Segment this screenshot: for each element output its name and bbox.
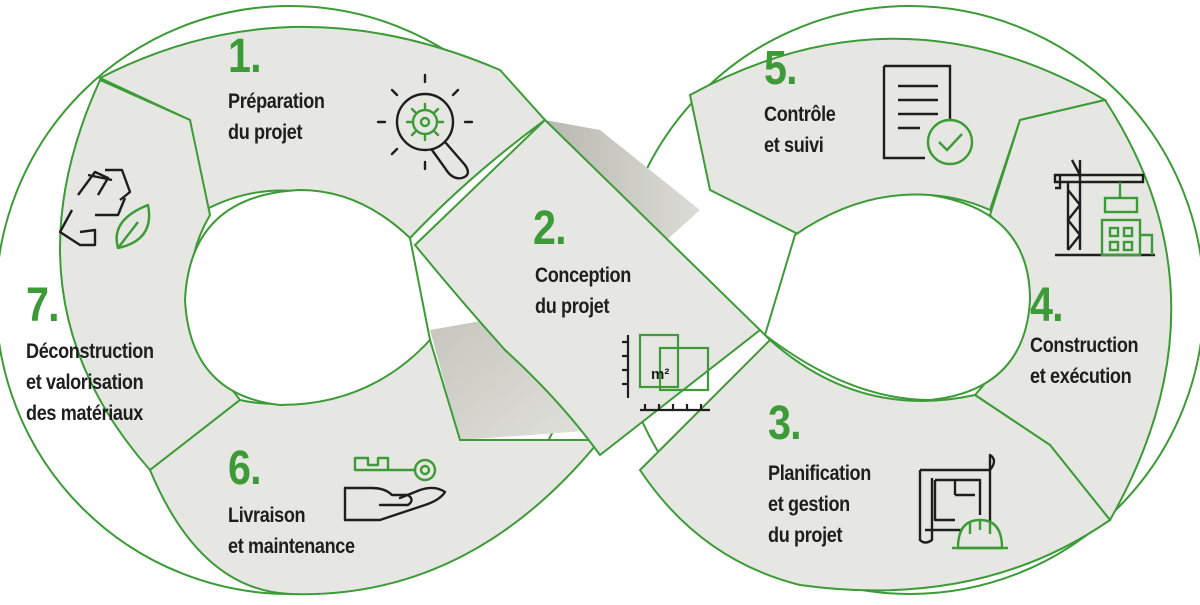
area-unit-label: m² xyxy=(651,366,670,383)
step-5-number: 5. xyxy=(764,42,798,95)
tower-crane-icon xyxy=(1053,159,1155,257)
step-4-number: 4. xyxy=(1030,279,1064,332)
recycle-leaf-icon xyxy=(58,168,151,250)
segment-2 xyxy=(413,118,762,457)
left-hole xyxy=(183,188,432,407)
step-6-number: 6. xyxy=(228,442,262,495)
checklist-document-icon xyxy=(882,64,974,166)
step-2-number: 2. xyxy=(533,202,567,255)
floor-plan-icon xyxy=(622,333,710,412)
blueprint-helmet-icon xyxy=(918,453,1008,550)
right-hole xyxy=(763,193,1032,402)
lightbulb-gear-icon xyxy=(376,73,474,180)
key-hand-icon xyxy=(343,456,447,522)
step-1-number: 1. xyxy=(228,30,262,83)
step-3-number: 3. xyxy=(768,397,802,450)
step-7-number: 7. xyxy=(26,279,60,332)
